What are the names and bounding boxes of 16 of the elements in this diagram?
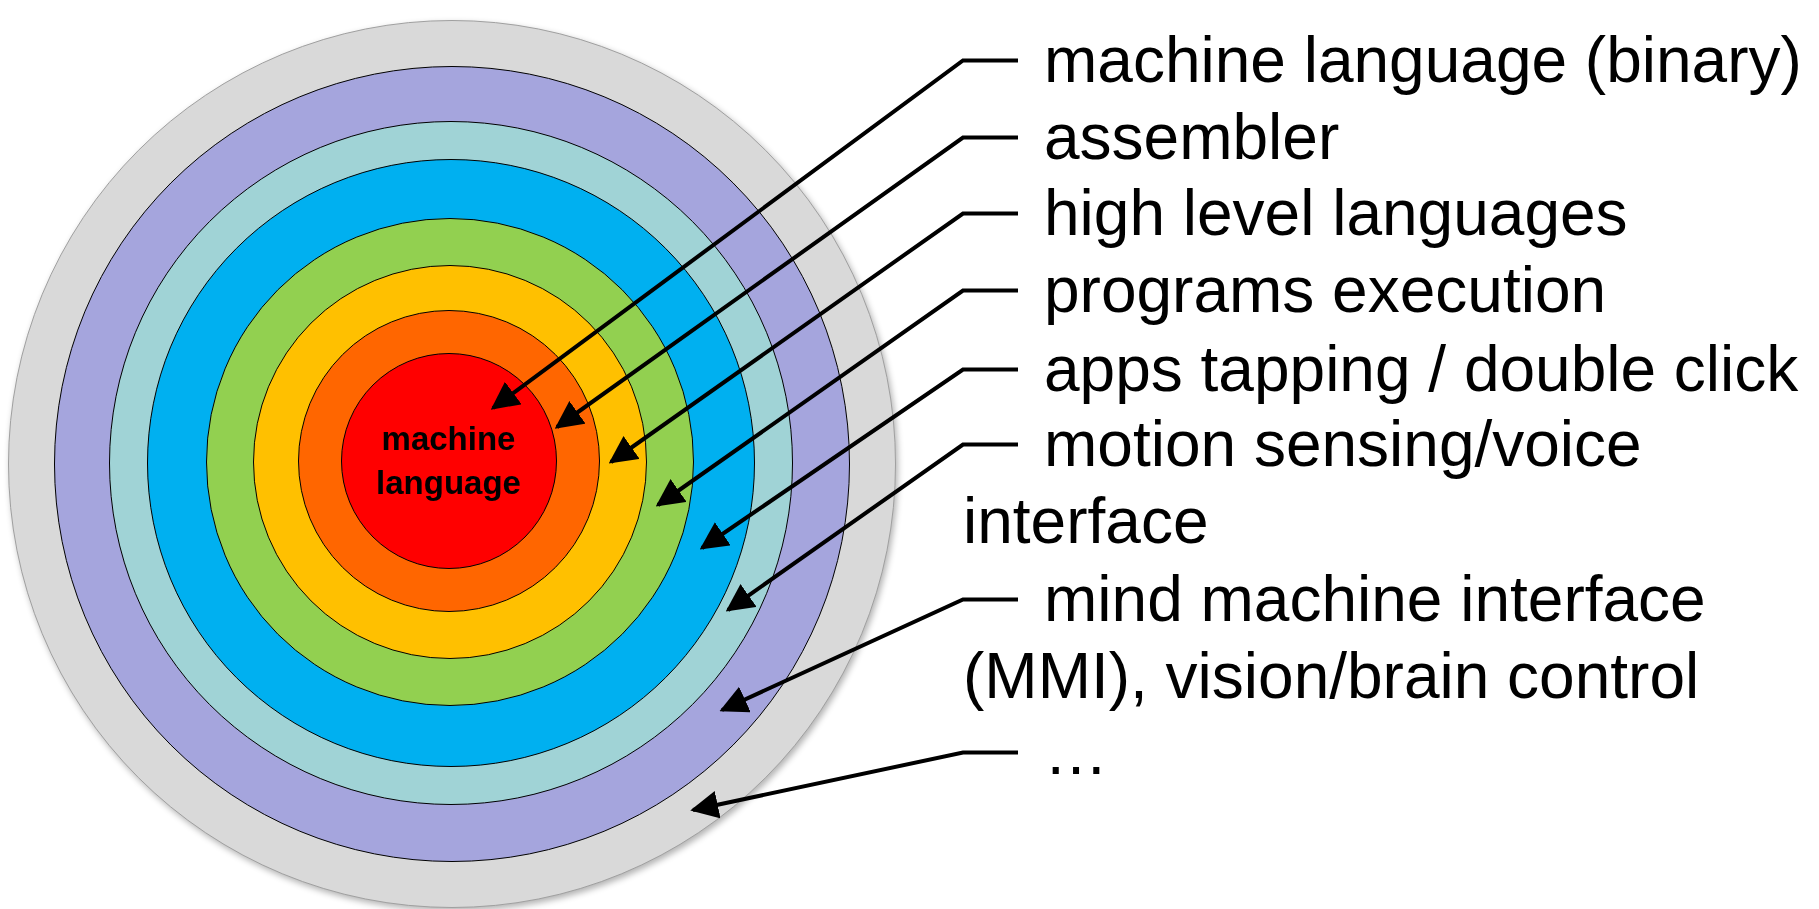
layer-label: assembler [963,98,1813,176]
leader-arrow [655,288,1018,507]
layer-label: apps tapping / double click [963,330,1813,408]
leader-arrow [725,442,1018,612]
layer-label: high level languages [963,174,1813,252]
leader-arrow [490,58,1018,410]
leader-arrow [608,211,1018,464]
leader-arrow [554,135,1018,429]
layer-label: machine language (binary) [963,21,1813,99]
core-label: machine language [375,418,522,503]
layer-label: mind machine interface (MMI), vision/brain control [963,560,1813,715]
leader-arrow [719,597,1018,713]
layer-label: programs execution [963,251,1813,329]
leader-arrow [699,367,1018,550]
leader-arrow [690,750,1018,819]
layer-label: … [963,713,1813,791]
